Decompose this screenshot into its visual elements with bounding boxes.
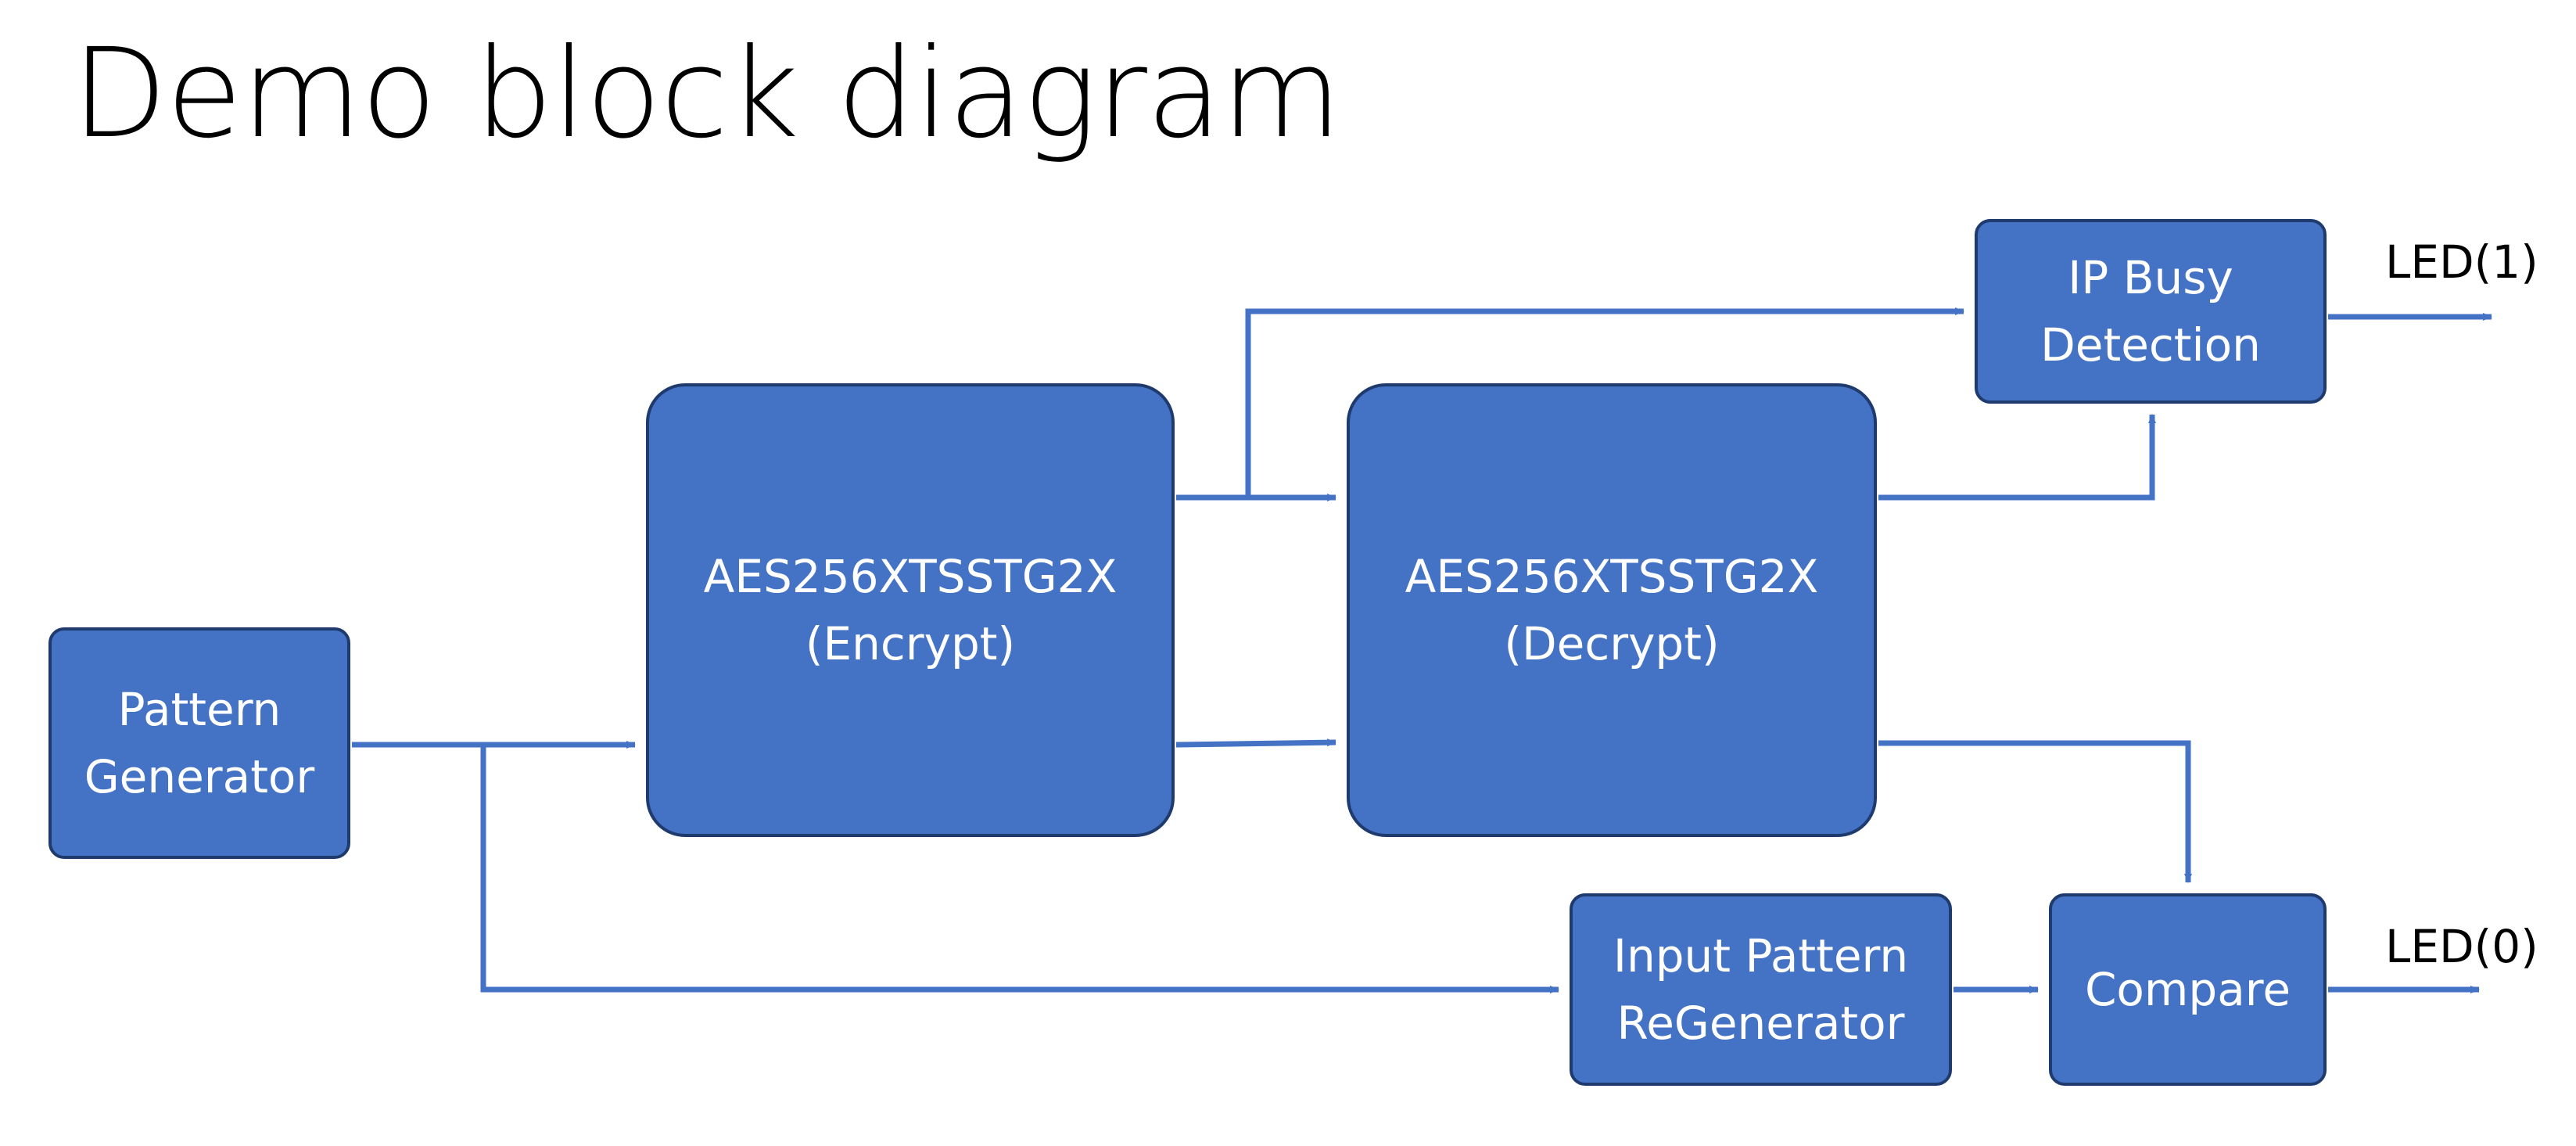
slide-title: Demo block diagram [72, 22, 1342, 166]
connector-encrypt-to-decrypt-lower [1175, 738, 1336, 748]
aes-encrypt-label-line1: AES256XTSSTG2X [703, 550, 1118, 603]
ip-busy-detection-block: IP Busy Detection [1975, 219, 2327, 404]
aes-decrypt-label-line1: AES256XTSSTG2X [1405, 550, 1819, 603]
input-regen-label-line1: Input Pattern [1613, 929, 1909, 983]
ip-busy-label-line2: Detection [2040, 318, 2261, 372]
compare-block: Compare [2049, 893, 2327, 1086]
compare-label: Compare [2084, 963, 2291, 1016]
pattern-generator-label-line2: Generator [84, 750, 315, 803]
input-pattern-regenerator-block: Input Pattern ReGenerator [1570, 893, 1952, 1086]
connector-decrypt-to-ip-busy [1878, 414, 2156, 501]
connector-decrypt-to-compare [1878, 740, 2192, 883]
led0-output-label: LED(0) [2385, 920, 2538, 973]
aes-decrypt-block: AES256XTSSTG2X (Decrypt) [1347, 383, 1877, 837]
pattern-generator-block: Pattern Generator [48, 627, 350, 859]
aes-encrypt-block: AES256XTSSTG2X (Encrypt) [646, 383, 1175, 837]
led1-output-label: LED(1) [2385, 235, 2538, 289]
input-regen-label-line2: ReGenerator [1616, 997, 1905, 1050]
pattern-generator-label-line1: Pattern [117, 683, 282, 736]
connector-encrypt-to-ip-busy [1245, 307, 1964, 498]
aes-encrypt-label-line2: (Encrypt) [805, 617, 1016, 670]
aes-decrypt-label-line2: (Decrypt) [1504, 617, 1720, 670]
ip-busy-label-line1: IP Busy [2068, 251, 2233, 304]
connector-pattern-to-regenerator [480, 745, 1559, 993]
